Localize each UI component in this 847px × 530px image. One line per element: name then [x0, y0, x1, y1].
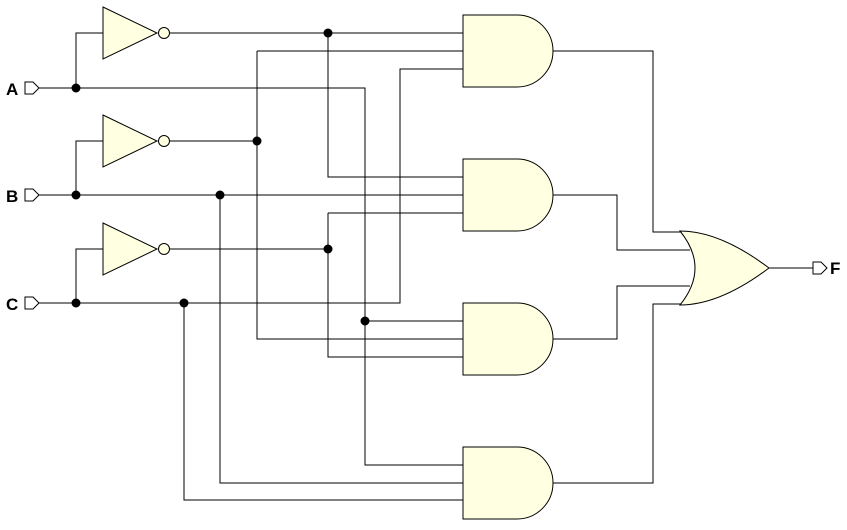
not-gate-c — [102, 222, 170, 276]
and-gate-2 — [462, 158, 554, 232]
input-pin-c — [24, 296, 40, 310]
input-pin-a — [24, 81, 40, 95]
wires — [39, 32, 813, 501]
and-gate-4 — [462, 446, 554, 520]
input-label-c: C — [6, 295, 18, 314]
output-pin-f — [812, 261, 828, 275]
or-gate — [678, 230, 770, 306]
junction-dots — [71, 28, 370, 326]
output-label-f: F — [830, 259, 840, 278]
not-gate-a — [102, 6, 170, 60]
not-gate-b — [102, 114, 170, 168]
and-gate-1 — [462, 14, 554, 88]
input-label-a: A — [6, 80, 18, 99]
input-label-b: B — [6, 187, 18, 206]
and-gate-3 — [462, 302, 554, 376]
input-pin-b — [24, 188, 40, 202]
